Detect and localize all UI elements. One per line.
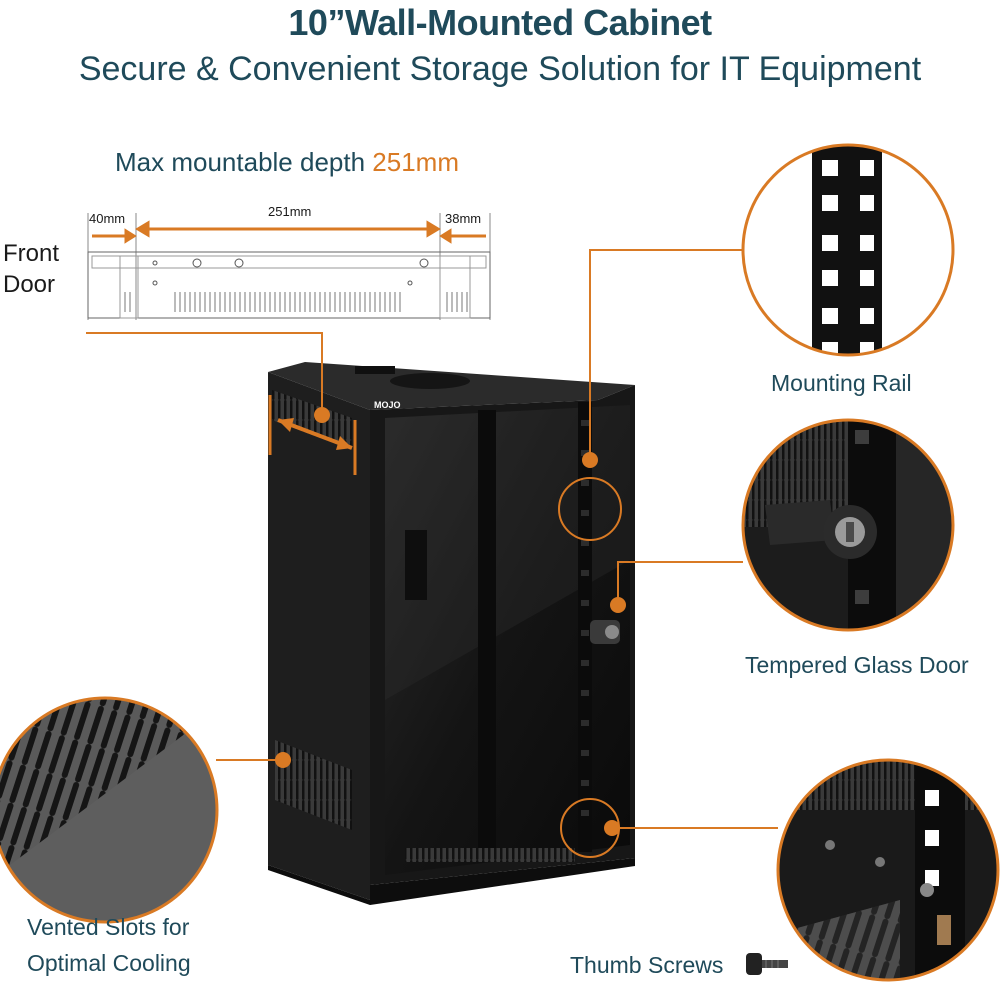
- detail-vented-slots: [0, 696, 219, 924]
- front-door-line1: Front: [3, 240, 60, 267]
- depth-heading-value: 251mm: [372, 147, 459, 177]
- depth-diagram: [87, 213, 491, 320]
- diagram-vents: [124, 292, 468, 312]
- label-vented-line2: Optimal Cooling: [27, 950, 191, 976]
- dimension-arrows: [92, 220, 486, 244]
- front-door-label: Front Door: [3, 238, 59, 300]
- front-door-line2: Door: [3, 271, 56, 298]
- depth-heading-text: Max mountable depth: [115, 147, 373, 177]
- detail-glass-door: [741, 418, 955, 632]
- dim-left-text: 40mm: [89, 211, 125, 226]
- depth-heading: Max mountable depth 251mm: [115, 147, 459, 178]
- brand-logo: MOJO: [374, 400, 401, 410]
- dim-right-text: 38mm: [445, 211, 481, 226]
- page-subtitle: Secure & Convenient Storage Solution for…: [78, 50, 922, 88]
- dim-center-text: 251mm: [268, 204, 311, 219]
- cabinet-illustration: [268, 362, 635, 905]
- callout-dots: [275, 407, 626, 836]
- detail-mounting-rail: [741, 143, 955, 357]
- label-glass-door: Tempered Glass Door: [745, 652, 969, 678]
- label-mounting-rail: Mounting Rail: [771, 370, 912, 396]
- label-vented-line1: Vented Slots for: [27, 914, 190, 940]
- page-title: 10”Wall-Mounted Cabinet: [288, 2, 712, 43]
- thumb-screw-icon: [746, 953, 788, 975]
- detail-thumb-screws: [776, 758, 1000, 982]
- label-thumb-screws: Thumb Screws: [570, 952, 724, 978]
